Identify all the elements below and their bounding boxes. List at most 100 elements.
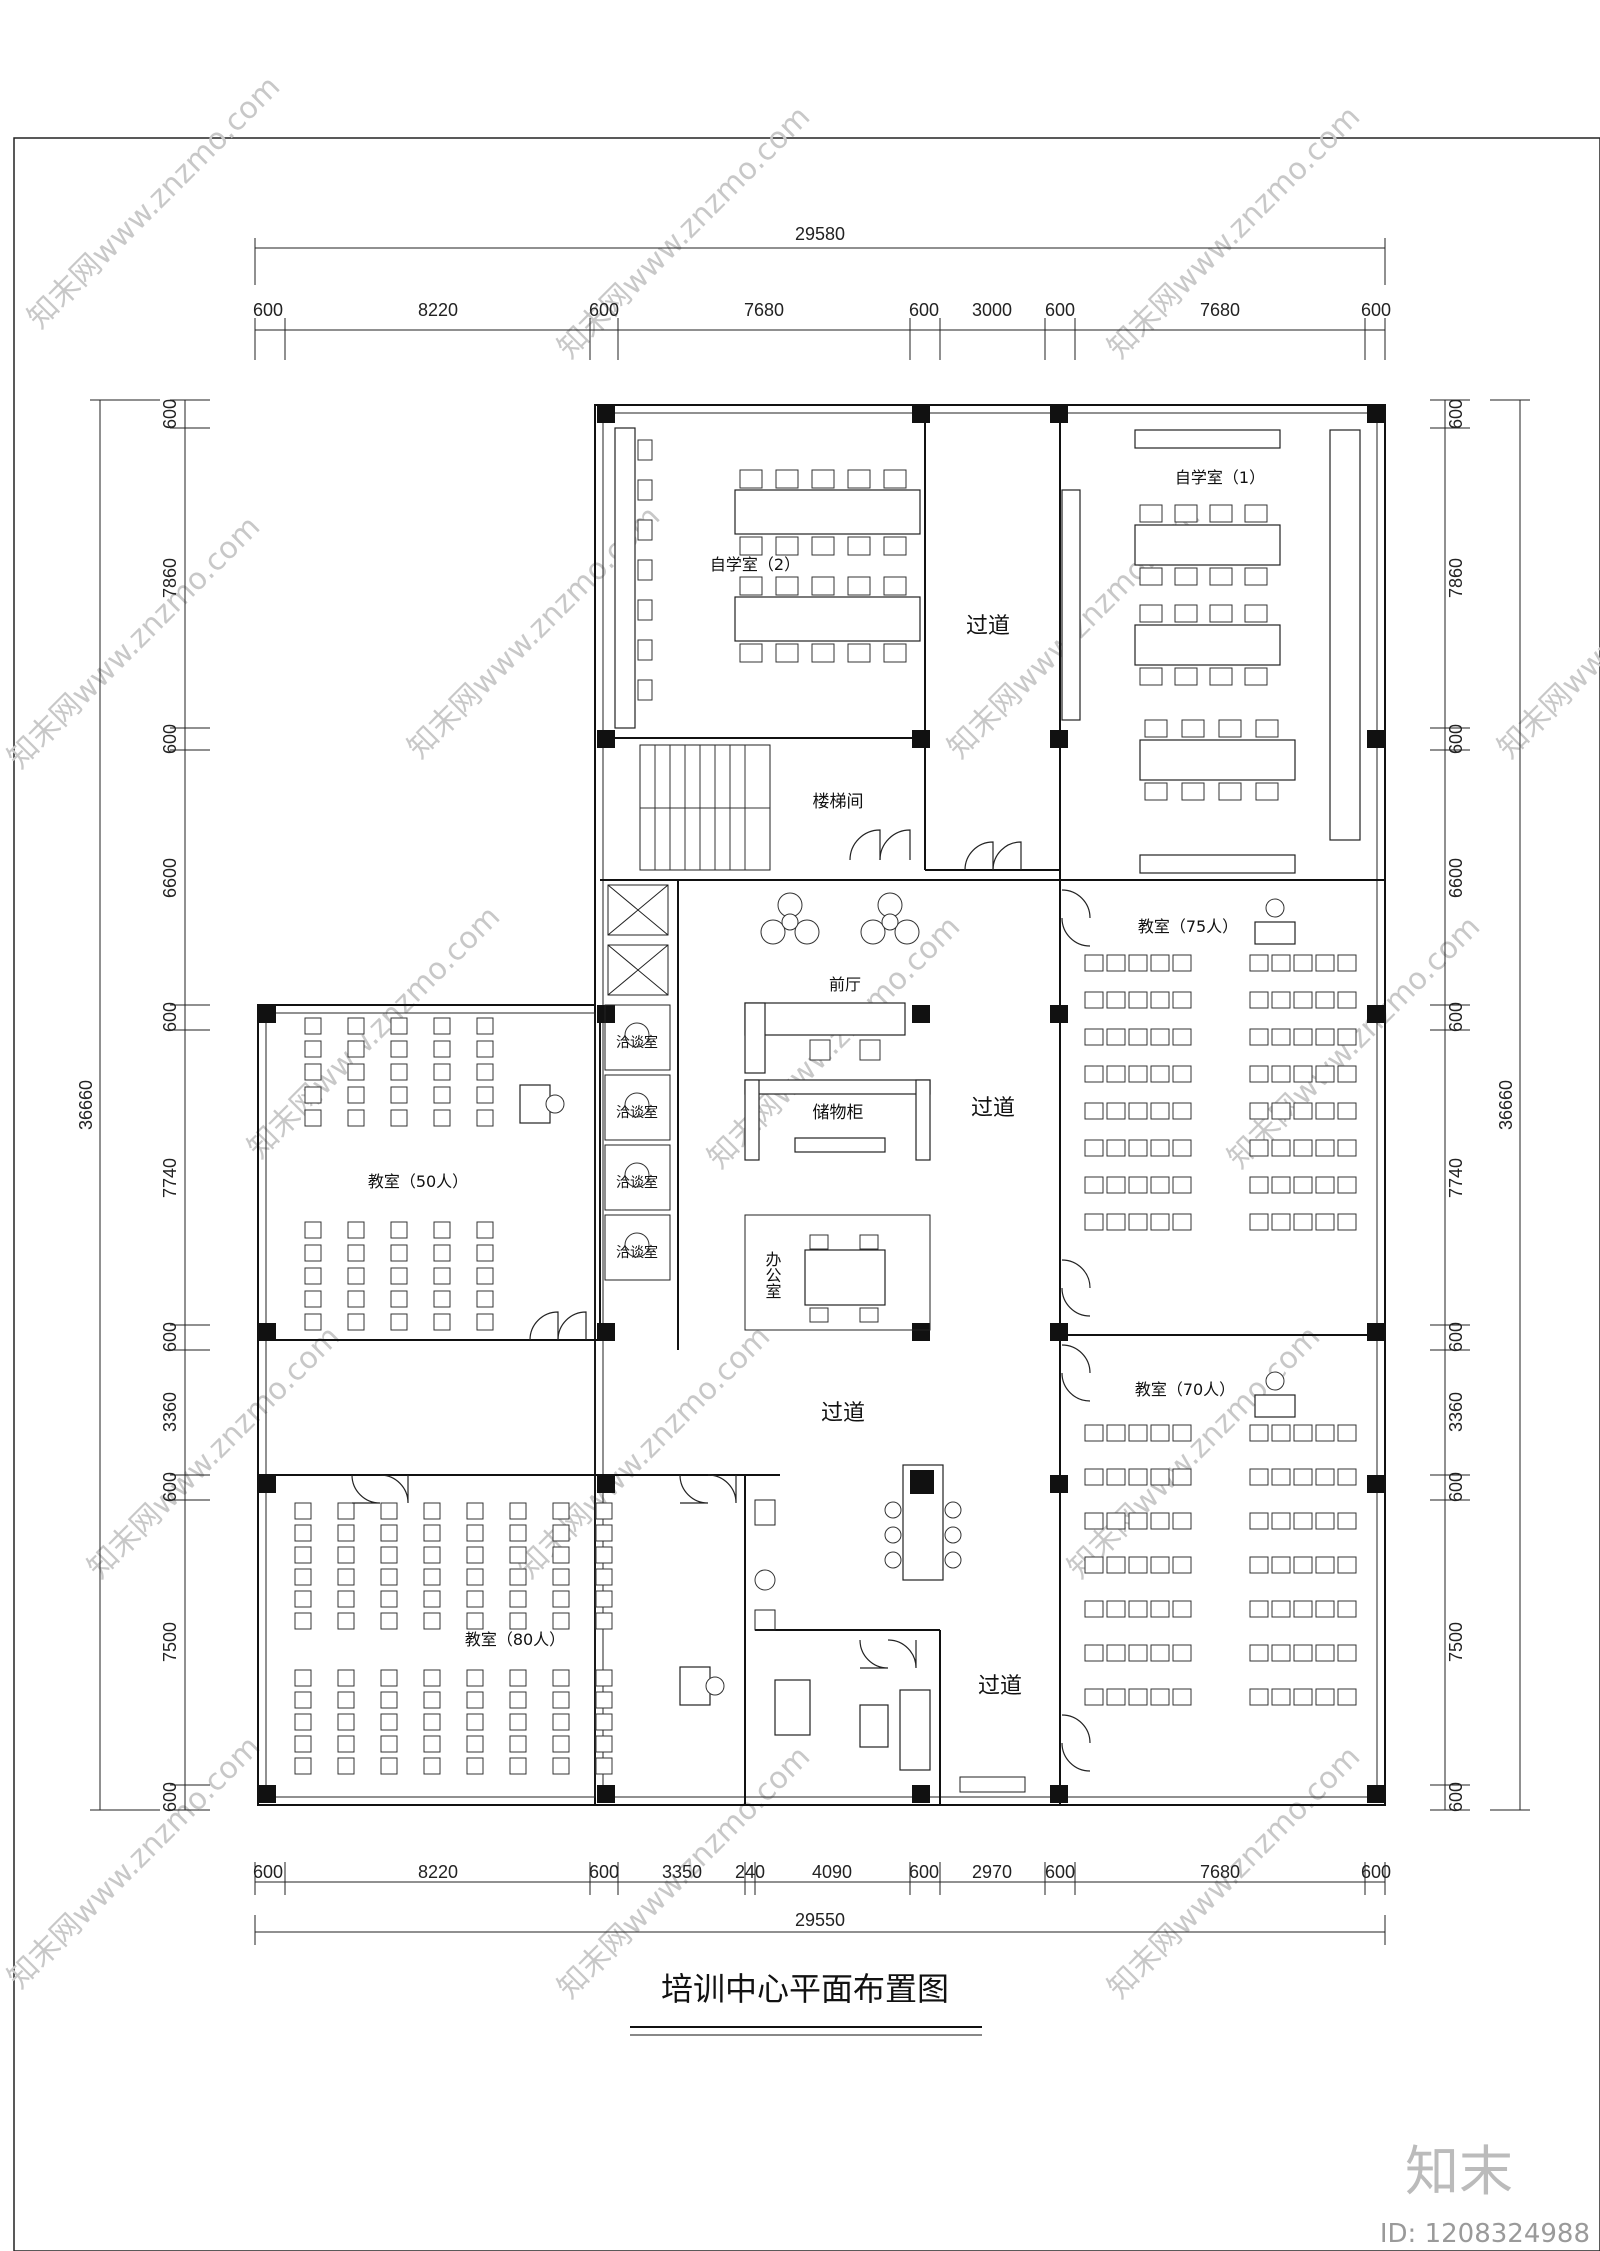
seat (294, 1735, 312, 1753)
seat (1084, 1424, 1104, 1442)
seat (337, 1612, 355, 1630)
seat (1084, 1102, 1104, 1120)
seat (1106, 1176, 1126, 1194)
seat (509, 1524, 527, 1542)
class50-seating (304, 1017, 494, 1331)
seat (1106, 1139, 1126, 1157)
seat (433, 1267, 451, 1285)
dim-left-seg: 600 (160, 1002, 180, 1032)
dim-right-seg: 6600 (1446, 858, 1466, 898)
label-meeting: 洽谈室 (616, 1104, 658, 1121)
seat (1084, 954, 1104, 972)
dim-right-seg: 600 (1446, 724, 1466, 754)
seat (552, 1691, 570, 1709)
label-stairs: 楼梯间 (813, 792, 864, 812)
seat (1249, 1065, 1269, 1083)
seat (509, 1568, 527, 1586)
dim-top-seg: 600 (1045, 300, 1075, 320)
seat (1128, 1556, 1148, 1574)
seat (1084, 1139, 1104, 1157)
watermark: 知末网www.znzmo.com (21, 69, 287, 335)
seat (1337, 1468, 1357, 1486)
seat (1315, 1688, 1335, 1706)
seat (1293, 1176, 1313, 1194)
seat (1271, 1424, 1291, 1442)
seat (380, 1612, 398, 1630)
seat (1106, 1556, 1126, 1574)
seat (390, 1017, 408, 1035)
label-class80: 教室（80人） (465, 1630, 565, 1649)
seat (304, 1267, 322, 1285)
label-corridor: 过道 (821, 1401, 865, 1426)
label-meeting: 洽谈室 (616, 1034, 658, 1051)
watermark: 知末网www.znzmo.com (1, 1729, 267, 1995)
seat (1106, 1600, 1126, 1618)
dim-right-seg: 600 (1446, 1322, 1466, 1352)
seat (1271, 991, 1291, 1009)
label-office: 办公室 (763, 1251, 782, 1299)
dim-bottom-seg: 8220 (418, 1862, 458, 1882)
seat (1337, 1644, 1357, 1662)
seat (1172, 954, 1192, 972)
seat (1106, 1213, 1126, 1231)
seat (423, 1757, 441, 1775)
office-furniture (744, 1214, 931, 1331)
seat (466, 1568, 484, 1586)
seat (1128, 954, 1148, 972)
seat (552, 1735, 570, 1753)
seat (1337, 954, 1357, 972)
seat (1150, 1424, 1170, 1442)
seat (1293, 954, 1313, 972)
seat (1128, 1176, 1148, 1194)
watermark: 知末网www.znzmo.com (511, 1319, 777, 1585)
dim-left-seg: 6600 (160, 858, 180, 898)
seat (1106, 991, 1126, 1009)
dim-bottom-seg: 600 (1045, 1862, 1075, 1882)
seat (433, 1017, 451, 1035)
seat (1337, 1424, 1357, 1442)
dim-left-segments: 600 7860 600 6600 600 7740 600 3360 600 … (160, 399, 180, 1812)
dim-top-seg: 7680 (744, 300, 784, 320)
seat (347, 1313, 365, 1331)
seat (476, 1267, 494, 1285)
seat (1271, 1102, 1291, 1120)
dim-left-total: 36660 (76, 1080, 96, 1130)
dim-left-seg: 7740 (160, 1158, 180, 1198)
seat (1150, 1556, 1170, 1574)
dim-bottom-total: 29550 (795, 1910, 845, 1930)
seat (1315, 991, 1335, 1009)
seat (476, 1221, 494, 1239)
seat (1150, 1139, 1170, 1157)
dim-bottom-seg: 600 (1361, 1862, 1391, 1882)
seat (304, 1313, 322, 1331)
watermark: 知末网www.znzmo.com (1491, 499, 1600, 765)
seat (1172, 1556, 1192, 1574)
seat (1315, 1176, 1335, 1194)
seat (304, 1040, 322, 1058)
seat (390, 1313, 408, 1331)
stair-treads (639, 744, 771, 871)
seat (423, 1502, 441, 1520)
seat (1084, 1176, 1104, 1194)
seat (1249, 1468, 1269, 1486)
seat (1293, 1600, 1313, 1618)
seat (1128, 1600, 1148, 1618)
study1-desks (1061, 429, 1361, 874)
seat (1128, 1213, 1148, 1231)
seat (1271, 1600, 1291, 1618)
seat (1084, 991, 1104, 1009)
seat (1271, 1213, 1291, 1231)
seat (509, 1612, 527, 1630)
seat (1315, 1028, 1335, 1046)
seat (1150, 1512, 1170, 1530)
seat (1150, 1644, 1170, 1662)
seat (390, 1063, 408, 1081)
dim-left-seg: 7500 (160, 1622, 180, 1662)
teacher-desks (519, 898, 1296, 1706)
seat (433, 1221, 451, 1239)
seat (423, 1568, 441, 1586)
seat (433, 1086, 451, 1104)
watermark: 知末网www.znzmo.com (81, 1319, 347, 1585)
seat (1271, 1556, 1291, 1574)
seat (1128, 1102, 1148, 1120)
